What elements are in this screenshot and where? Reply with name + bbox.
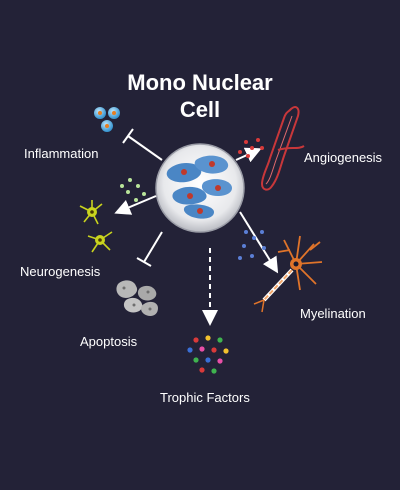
label-angiogenesis: Angiogenesis [304,150,383,165]
neurogenesis-arrow [114,195,157,215]
myelination-arrow [239,211,279,274]
angiogenesis-dots-icon [238,138,264,158]
diagram-title-line1: Mono Nuclear [127,70,273,95]
blood-vessel-icon [260,106,305,191]
apoptosis-inhibition-connector [136,231,163,267]
label-myelination: Myelination [300,306,366,321]
inflammation-cells-icon [94,107,120,132]
diagram-title-line2: Cell [179,97,221,122]
label-inflammation: Inflammation [24,146,99,161]
neurogenesis-dots-icon [120,178,146,202]
label-trophic-factors: Trophic Factors [160,390,250,405]
apoptotic-cells-icon [116,280,158,316]
mono-nuclear-cell-circle [155,143,245,233]
trophic-factors-dots-icon [187,335,229,374]
neuron-green-icon [79,200,113,253]
myelinated-neuron-icon [253,235,323,313]
label-apoptosis: Apoptosis [80,334,138,349]
mono-cells-icon [166,155,232,219]
inflammation-inhibition-connector [122,128,163,161]
myelination-dots-icon [238,230,266,260]
label-neurogenesis: Neurogenesis [20,264,101,279]
